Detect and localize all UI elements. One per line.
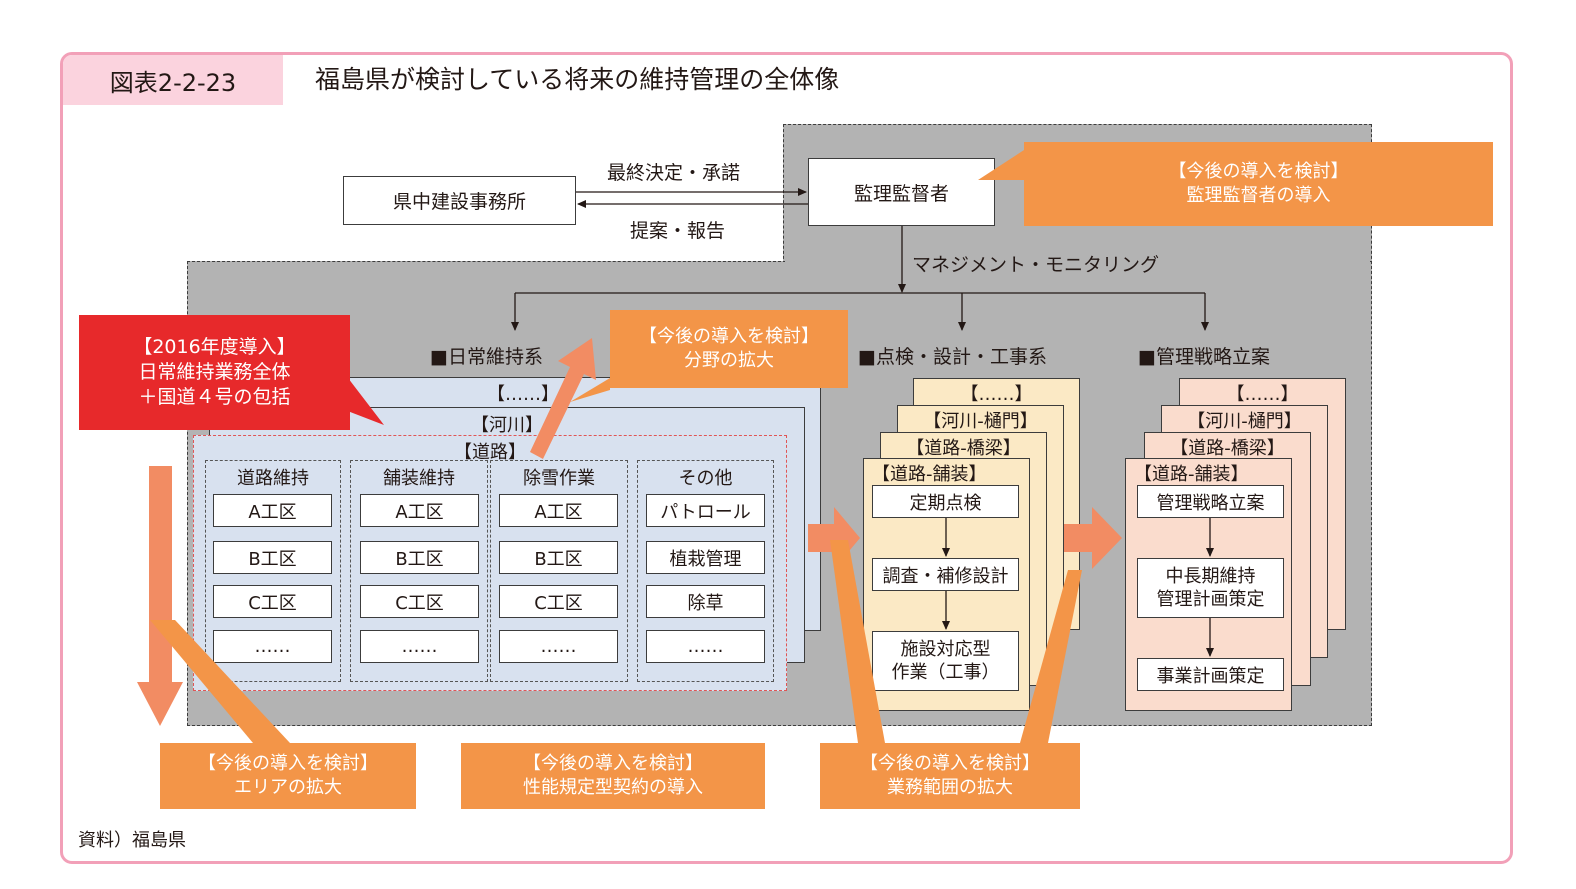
area-callout-tail-main (150, 620, 290, 743)
callout-area-line1: 【今後の導入を検討】 (198, 752, 378, 774)
list-item: C工区 (360, 585, 479, 618)
list-item: B工区 (499, 541, 618, 574)
red-note-line1: 【2016年度導入】 (133, 336, 296, 359)
list-item: 除草 (646, 585, 765, 618)
daily-layer-other-label: 【……】 (487, 384, 559, 405)
figure-number: 図表2-2-23 (63, 55, 283, 105)
daily-layer-river-label: 【河川】 (471, 415, 543, 436)
supervisor-callout-tail (978, 150, 1024, 180)
column-title: 舗装維持 (383, 468, 455, 489)
column-other: その他 (637, 460, 774, 682)
proposal-label: 提案・報告 (630, 220, 726, 242)
supervisor-box: 監理監督者 (808, 158, 995, 226)
callout-performance-line1: 【今後の導入を検討】 (523, 752, 703, 774)
management-label: マネジメント・モニタリング (912, 254, 1160, 276)
callout-performance-contract: 【今後の導入を検討】 性能規定型契約の導入 (461, 743, 765, 809)
column-road-maintenance: 道路維持 (205, 460, 341, 682)
column-pavement-maintenance: 舗装維持 (350, 460, 488, 682)
longterm-plan-box: 中長期維持 管理計画策定 (1137, 558, 1284, 618)
list-item: …… (646, 630, 765, 663)
column-title: その他 (678, 468, 733, 489)
figure-title: 福島県が検討している将来の維持管理の全体像 (315, 65, 840, 94)
callout-scope-line2: 業務範囲の拡大 (887, 777, 1013, 798)
callout-supervisor-line1: 【今後の導入を検討】 (1168, 160, 1349, 182)
callout-scope-expand: 【今後の導入を検討】 業務範囲の拡大 (820, 743, 1080, 809)
list-item: …… (499, 630, 618, 663)
strategy-layer-label: 【河川-樋門】 (1187, 411, 1302, 432)
list-item: …… (360, 630, 479, 663)
red-note-2016: 【2016年度導入】 日常維持業務全体 ＋国道４号の包括 (79, 315, 350, 430)
field-callout-tail (570, 378, 610, 402)
strategy-layer-label: 【道路-橋梁】 (1170, 438, 1285, 459)
daily-header: ■日常維持系 (430, 346, 543, 368)
list-item: 植栽管理 (646, 541, 765, 574)
red-note-line3: ＋国道４号の包括 (138, 385, 291, 408)
figure-source: 資料）福島県 (78, 830, 186, 851)
list-item: B工区 (360, 541, 479, 574)
callout-supervisor: 【今後の導入を検討】 監理監督者の導入 (1024, 142, 1493, 226)
figure-frame (60, 52, 1513, 864)
decision-label: 最終決定・承諾 (607, 162, 741, 184)
list-item: A工区 (499, 494, 618, 527)
column-title: 除雪作業 (523, 468, 595, 489)
callout-field-line1: 【今後の導入を検討】 (639, 325, 819, 347)
office-box: 県中建設事務所 (343, 176, 576, 225)
list-item: C工区 (499, 585, 618, 618)
callout-field-expand: 【今後の導入を検討】 分野の拡大 (610, 310, 848, 388)
callout-performance-line2: 性能規定型契約の導入 (523, 777, 703, 798)
callout-scope-line1: 【今後の導入を検討】 (860, 752, 1040, 774)
survey-design-box: 調査・補修設計 (872, 558, 1019, 591)
strategy-layer-label: 【……】 (1226, 384, 1299, 405)
list-item: …… (213, 630, 332, 663)
gray-joint (785, 259, 1370, 264)
strategy-layer-label: 【道路-舗装】 (1134, 464, 1249, 485)
flow-arrow-inspection-to-strategy (1064, 507, 1122, 569)
strategy-header: ■管理戦略立案 (1138, 346, 1270, 368)
column-snow-removal: 除雪作業 (490, 460, 628, 682)
callout-area-expand: 【今後の導入を検討】 エリアの拡大 (160, 743, 416, 809)
list-item: A工区 (213, 494, 332, 527)
column-title: 道路維持 (237, 468, 309, 489)
callout-supervisor-line2: 監理監督者の導入 (1186, 185, 1331, 206)
red-note-line2: 日常維持業務全体 (138, 361, 291, 384)
callout-area-line2: エリアの拡大 (234, 777, 342, 798)
list-item: パトロール (646, 494, 765, 527)
inspection-header: ■点検・設計・工事系 (858, 346, 1047, 368)
inspection-layer-label: 【河川-樋門】 (923, 411, 1038, 432)
field-expand-arrow (530, 338, 596, 459)
inspection-layer-label: 【道路-舗装】 (872, 464, 987, 485)
periodic-inspection-box: 定期点検 (872, 485, 1019, 518)
scope-callout-tail-left (830, 540, 885, 743)
facility-work-box: 施設対応型 作業（工事） (872, 631, 1019, 691)
list-item: A工区 (360, 494, 479, 527)
inspection-layer-label: 【……】 (960, 384, 1033, 405)
business-plan-box: 事業計画策定 (1137, 658, 1284, 691)
list-item: C工区 (213, 585, 332, 618)
area-expand-arrow (137, 466, 183, 726)
list-item: B工区 (213, 541, 332, 574)
daily-layer-road-label: 【道路】 (454, 442, 526, 463)
inspection-layer-label: 【道路-橋梁】 (906, 438, 1021, 459)
scope-callout-tail-right (1020, 570, 1082, 743)
strategy-plan-box: 管理戦略立案 (1137, 485, 1284, 518)
callout-field-line2: 分野の拡大 (684, 350, 774, 371)
